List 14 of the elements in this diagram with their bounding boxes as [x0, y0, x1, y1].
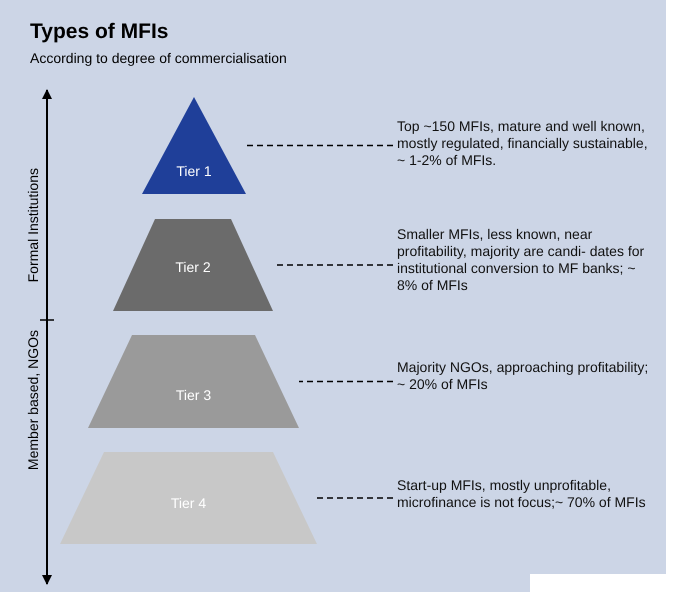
tier-label: Tier 3	[176, 387, 212, 404]
axis-label: Formal Institutions	[25, 168, 41, 282]
description-text: Smaller MFIs, less known, near profitability, majority are candi- dates for institutional conversion to MF banks; ~ 8% of MFIs	[397, 226, 646, 294]
description-text: Top ~150 MFIs, mature and well known, mostly regulated, financially sustainable, ~ 1-2% of MFIs.	[397, 118, 649, 169]
tier-label: Tier 2	[175, 258, 211, 275]
leader-line	[317, 497, 393, 499]
subtitle: According to degree of commercialisation	[30, 50, 287, 66]
leader-line	[299, 380, 393, 382]
description-text: Majority NGOs, approaching profitability; ~ 20% of MFIs	[397, 359, 649, 393]
description-text: Start-up MFIs, mostly unprofitable, microfinance is not focus;~ 70% of MFIs	[397, 477, 647, 511]
tier-label: Tier 1	[176, 162, 212, 179]
leader-line	[246, 144, 393, 146]
axis-label: Member based, NGOs	[25, 330, 41, 470]
title: Types of MFIs	[30, 20, 168, 44]
